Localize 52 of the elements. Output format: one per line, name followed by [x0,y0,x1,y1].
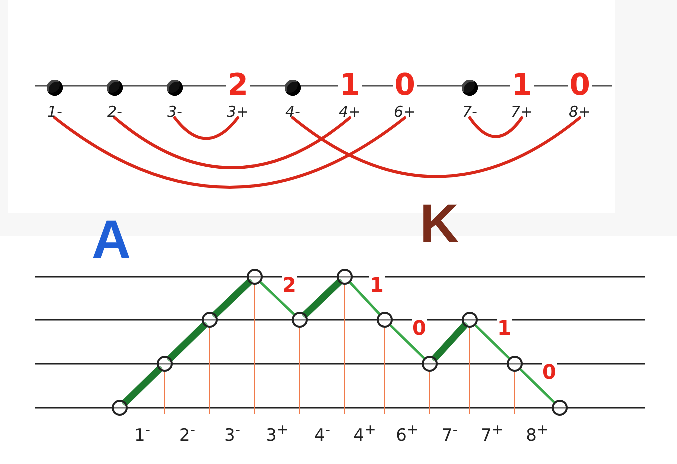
position-label: 4+ [338,104,362,120]
circle-marker [552,400,568,416]
circle-marker [292,312,308,328]
circle-marker [422,356,438,372]
position-label: 1- [48,104,62,120]
step-label: 8$^{+}$ [526,421,549,446]
step-label: 7$^{+}$ [481,421,504,446]
position-label: 3- [168,104,182,120]
step-label: 4$^{-}$ [314,421,330,446]
position-label: 2- [108,104,122,120]
arc [174,116,240,140]
step-label: 1$^{-}$ [134,421,150,446]
edge-label: 1 [496,318,512,338]
letter: K [420,196,459,252]
step-line [349,282,381,316]
position-label: 7+ [510,104,534,120]
position-label: 8+ [568,104,592,120]
step-line [474,324,511,360]
position-label: 7- [462,104,478,120]
step-label: 3$^{-}$ [224,421,240,446]
edge-label: 1 [369,274,385,294]
position-label: 4- [286,104,300,120]
circle-marker [462,312,478,328]
arc [292,116,582,178]
step-label: 3$^{+}$ [266,421,289,446]
circle-marker [112,400,128,416]
step-label: 2$^{-}$ [180,421,196,446]
circle-marker [157,356,173,372]
step-line [122,366,163,406]
arc [54,116,406,189]
step-label: 7$^{-}$ [442,421,458,446]
circle-marker [247,269,263,285]
letter: A [92,212,131,268]
circle-marker [377,312,393,328]
arc [468,116,524,138]
step-line [167,322,208,362]
position-label: 3+ [226,104,250,120]
edge-label: 0 [542,362,558,382]
circle-marker [202,312,218,328]
step-line [519,368,556,404]
circle-marker [507,356,523,372]
step-line [389,324,426,360]
position-label: 6+ [394,104,416,120]
step-line [302,279,343,318]
step-label: 6$^{+}$ [396,421,419,446]
step-label: 4$^{+}$ [354,421,376,446]
step-line [212,279,253,318]
circle-marker [337,269,353,285]
arc [114,116,352,170]
step-line [260,281,296,316]
step-line [432,322,468,362]
edge-label: 0 [412,318,428,338]
